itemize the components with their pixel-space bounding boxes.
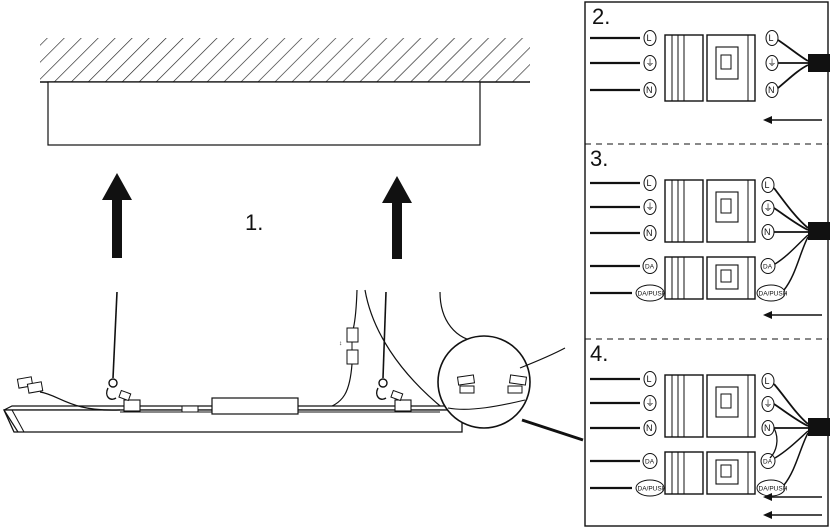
terminal-earth: ⏚ (646, 202, 655, 212)
terminal-live-out: L (769, 33, 774, 43)
terminal-live: L (647, 178, 652, 188)
ceiling-mount-section (40, 38, 530, 146)
ceiling-panel (47, 81, 481, 146)
luminaire-body (2, 391, 471, 433)
terminal-earth: ⏚ (646, 398, 655, 408)
terminal-push: DA/PUSH (638, 486, 667, 493)
terminal-neutral: N (646, 85, 653, 95)
terminal-neutral-out: N (764, 227, 771, 237)
arrow-left-icon (763, 511, 822, 519)
step-label-1: 1. (245, 210, 263, 235)
step-label-4: 4. (590, 341, 608, 366)
terminal-push-out: DA/PUSH (759, 486, 788, 493)
suspension-cables: ↕ (112, 289, 481, 411)
terminal-dali-out: DA (763, 459, 773, 466)
power-cable (808, 418, 830, 436)
terminal-neutral-out: N (768, 85, 775, 95)
terminal-neutral: N (646, 228, 653, 238)
arrow-up-icon (102, 173, 132, 258)
connector-block-icon (346, 327, 359, 343)
terminal-dali-out: DA (763, 264, 773, 271)
connector-block-icon (664, 256, 756, 300)
terminal-neutral: N (646, 423, 653, 433)
terminal-earth: ⏚ (646, 58, 655, 68)
connector-block-icon (664, 179, 756, 243)
arrow-left-icon (763, 493, 822, 501)
terminal-live: L (647, 374, 652, 384)
terminal-earth-out: ⏚ (768, 58, 777, 68)
terminal-dali: DA (645, 264, 655, 271)
svg-text:↕: ↕ (339, 340, 342, 347)
arrow-left-icon (763, 116, 822, 124)
clip-icon (16, 376, 412, 412)
step-label-3: 3. (590, 146, 608, 171)
terminal-dali: DA (645, 459, 655, 466)
wiring-step-3: 3. L ⏚ N DA DA/PUSH (590, 146, 830, 319)
connector-block-icon (664, 34, 756, 102)
hook-icon (106, 378, 118, 400)
hook-icon (376, 378, 388, 400)
terminal-earth-out: ⏚ (764, 399, 773, 409)
power-cable (808, 54, 830, 72)
arrow-up-icon (382, 176, 412, 259)
arrow-left-icon (763, 311, 822, 319)
terminal-live-out: L (765, 180, 770, 190)
connector-block-icon (664, 374, 756, 438)
terminal-live-out: L (765, 376, 770, 386)
power-cable (808, 222, 830, 240)
connector-block-icon (664, 451, 756, 495)
terminal-push: DA/PUSH (638, 291, 667, 298)
driver-box (211, 397, 299, 415)
terminal-neutral-out: N (764, 423, 771, 433)
ceiling-hatch (40, 38, 530, 82)
wiring-step-4: 4. L ⏚ N DA DA/PUSH (590, 341, 830, 519)
magnifier-circle (437, 335, 584, 442)
terminal-live: L (647, 33, 652, 43)
terminal-earth-out: ⏚ (764, 203, 773, 213)
wiring-step-2: 2. L ⏚ N L ⏚ N (590, 4, 830, 124)
terminal-push-out: DA/PUSH (759, 291, 788, 298)
step-label-2: 2. (592, 4, 610, 29)
